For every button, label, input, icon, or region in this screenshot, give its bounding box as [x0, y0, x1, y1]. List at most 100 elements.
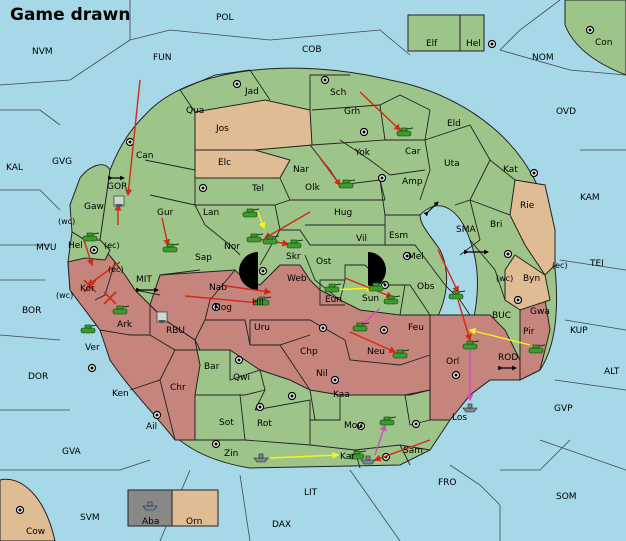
sea-label-mit: MIT: [136, 275, 152, 285]
territory-label-qua: Qua: [186, 106, 204, 116]
army-unit: [242, 208, 260, 218]
tan-byn: [504, 254, 551, 311]
fleet-unit: [113, 195, 125, 207]
sea-label-gor: GOR: [107, 182, 127, 192]
army-unit: [324, 283, 342, 293]
sea-label-rod: ROD: [498, 353, 518, 363]
army-unit: [392, 349, 410, 359]
territory-label-qwi: Qwi: [233, 373, 250, 383]
territory-label-ost: Ost: [316, 257, 332, 267]
fleet-unit: [156, 311, 168, 323]
sea-label-gvp: GVP: [554, 404, 573, 414]
sea-label-nom: NOM: [532, 53, 554, 63]
coast-label-wc2: (wc): [56, 291, 73, 300]
territory-label-orl: Orl: [446, 357, 459, 367]
army-unit: [349, 450, 367, 460]
territory-label-gwa: Gwa: [530, 307, 550, 317]
territory-label-chp: Chp: [300, 347, 318, 357]
territory-label-olk: Olk: [305, 183, 321, 193]
territory-label-eun: Eun: [325, 295, 342, 305]
territory-label-eld: Eld: [447, 119, 461, 129]
territory-label-nab: Nab: [209, 283, 227, 293]
territory-label-nar: Nar: [293, 165, 309, 175]
territory-label-hel: Hel: [68, 241, 83, 251]
fleet-unit: [462, 403, 478, 413]
territory-label-elc: Elc: [218, 158, 231, 168]
fleet-unit: [142, 501, 158, 511]
territory-label-ken: Ken: [112, 389, 129, 399]
territory-label-ail: Ail: [146, 422, 157, 432]
impassable-east: [368, 252, 386, 288]
sea-label-sma: SMA: [456, 225, 476, 235]
territory-label-uru: Uru: [254, 323, 270, 333]
army-unit: [462, 340, 480, 350]
territory-label-sap: Sap: [195, 253, 212, 263]
territory-label-zin: Zin: [224, 449, 238, 459]
territory-label-chr: Chr: [170, 383, 186, 393]
army-unit: [368, 282, 386, 292]
army-unit: [352, 322, 370, 332]
territory-label-bar: Bar: [204, 362, 220, 372]
army-unit: [379, 416, 397, 426]
tan-rie: [509, 179, 556, 276]
territory-label-los: Los: [452, 413, 467, 423]
territory-label-rie: Rie: [520, 201, 535, 211]
territory-label-vil: Vil: [356, 234, 367, 244]
army-unit: [396, 127, 414, 137]
territory-label-hel2: Hel: [466, 39, 481, 49]
army-unit: [80, 324, 98, 334]
coast-label-ec3: (ec): [552, 261, 568, 270]
territory-label-sam: Sam: [403, 446, 423, 456]
army-unit: [338, 179, 356, 189]
sea-label-cob: COB: [302, 45, 322, 55]
territory-label-jos: Jos: [215, 124, 229, 134]
army-unit: [262, 235, 280, 245]
army-unit: [448, 290, 466, 300]
sea-label-rbu: RBU: [166, 326, 185, 336]
sea-label-kam: KAM: [580, 193, 600, 203]
sea-label-nvm: NVM: [32, 47, 53, 57]
army-unit: [112, 305, 130, 315]
red-central: [149, 264, 431, 396]
sea-label-lit: LIT: [304, 488, 318, 498]
fleet-unit: [253, 453, 269, 463]
impassable-west: [239, 252, 258, 290]
army-unit: [82, 232, 100, 242]
territory-label-byn: Byn: [523, 274, 540, 284]
territory-label-tel: Tel: [251, 184, 264, 194]
territory-label-bri: Bri: [490, 220, 502, 230]
territory-label-con: Con: [595, 38, 613, 48]
territory-label-rot: Rot: [257, 419, 272, 429]
territory-label-neu: Neu: [367, 347, 385, 357]
sea-label-dor: DOR: [28, 372, 48, 382]
sea-label-buc: BUC: [492, 311, 511, 321]
army-unit: [254, 296, 272, 306]
territory-label-kaa: Kaa: [333, 390, 350, 400]
territory-label-kat: Kat: [503, 165, 518, 175]
sea-label-gva: GVA: [62, 447, 82, 457]
territory-label-cow: Cow: [26, 527, 45, 537]
coast-label-wc1: (wc): [58, 217, 75, 226]
sea-label-svm: SVM: [80, 513, 100, 523]
game-status-title: Game drawn: [10, 5, 130, 25]
sea-label-gvg: GVG: [52, 157, 72, 167]
sea-label-kal: KAL: [6, 163, 23, 173]
territory-label-skr: Skr: [286, 252, 301, 262]
coast-label-ec2: (ec): [108, 265, 124, 274]
territory-label-sot: Sot: [219, 418, 234, 428]
island-elf-hel: [407, 14, 485, 52]
territory-label-mou: Mou: [344, 421, 363, 431]
sea-label-mvu: MVU: [36, 243, 57, 253]
territory-label-kar: Kar: [340, 452, 355, 462]
sea-label-kup: KUP: [570, 326, 588, 336]
sea-label-ovd: OVD: [556, 107, 576, 117]
territory-label-grh: Grh: [344, 107, 360, 117]
territory-label-yok: Yok: [354, 148, 371, 158]
sea-label-bor: BOR: [22, 306, 41, 316]
territory-label-nil: Nil: [316, 369, 328, 379]
territory-label-ark: Ark: [117, 320, 133, 330]
tan-elc: [194, 149, 291, 179]
peninsula-hel: [67, 231, 111, 263]
